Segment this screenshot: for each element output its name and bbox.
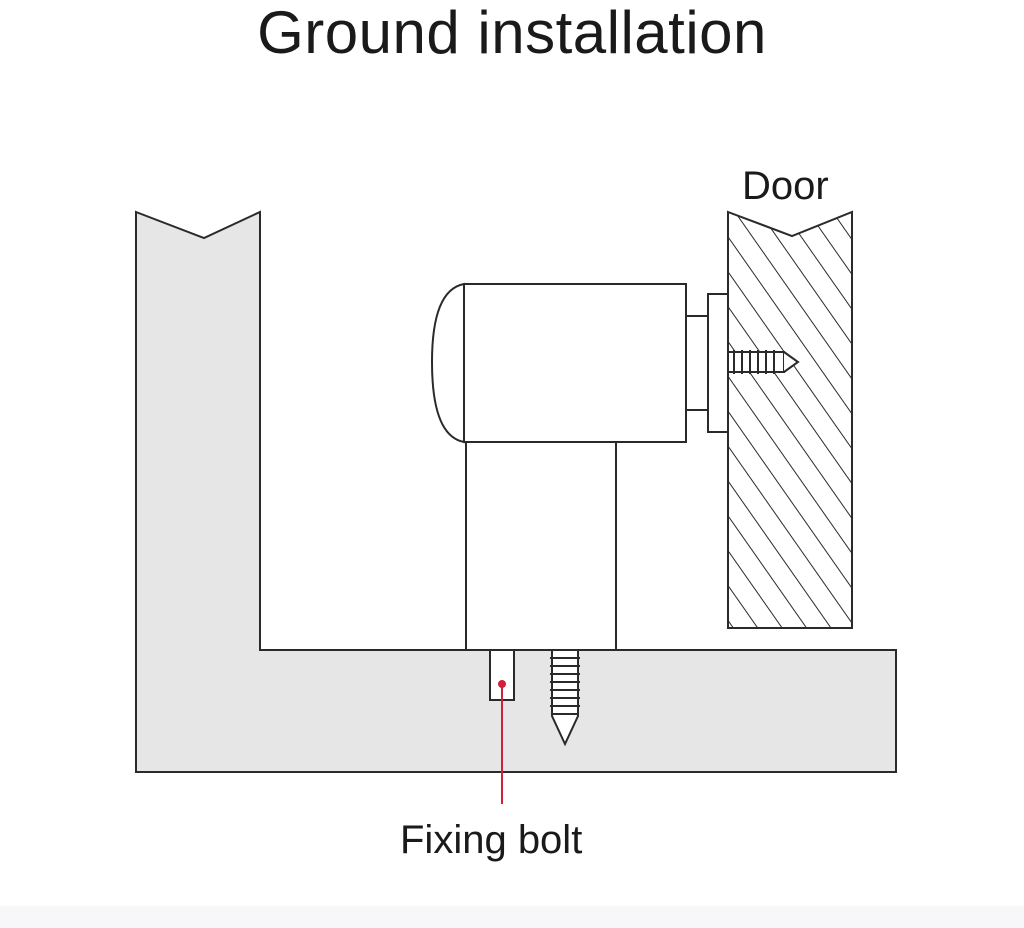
floor-screw [550, 649, 580, 747]
bottom-band [0, 906, 1024, 928]
door-screw [727, 350, 800, 374]
stopper-rubber-cap [430, 282, 465, 444]
fixing-bolt-label: Fixing bolt [400, 818, 583, 862]
stopper-head [463, 283, 687, 443]
page-title: Ground installation [257, 0, 767, 66]
door-mount-collar [685, 315, 709, 411]
door-mount-plate [707, 293, 729, 433]
door-panel [727, 210, 853, 629]
door-label: Door [742, 164, 829, 208]
stopper-base [465, 441, 617, 651]
